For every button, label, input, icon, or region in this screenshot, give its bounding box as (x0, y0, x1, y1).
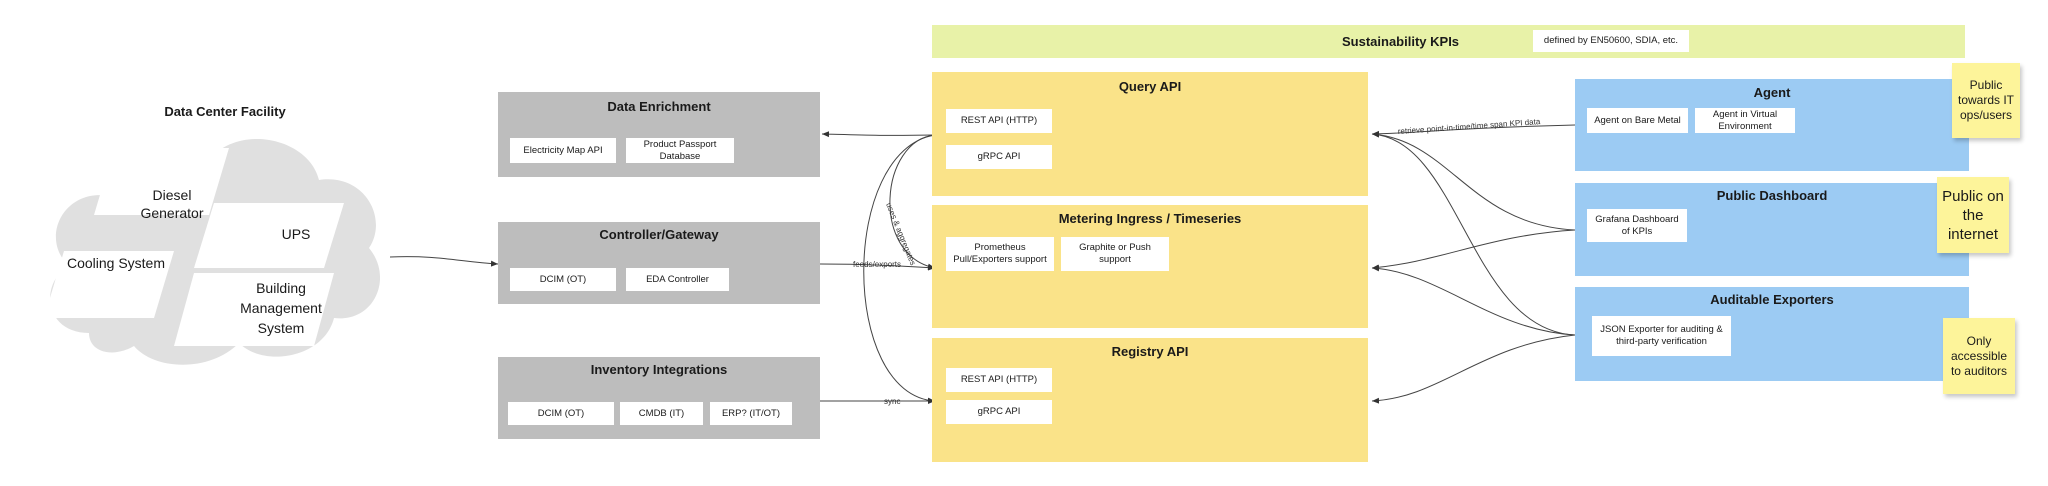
item-eda-controller: EDA Controller (626, 268, 729, 291)
group-inventory-integrations: Inventory Integrations DCIM (OT) CMDB (I… (498, 357, 820, 439)
group-controller-gateway: Controller/Gateway DCIM (OT) EDA Control… (498, 222, 820, 304)
group-title: Inventory Integrations (590, 362, 728, 377)
block-agent: Agent Agent on Bare Metal Agent in Virtu… (1575, 79, 1969, 171)
curve-query-to-metering (889, 134, 936, 270)
group-data-enrichment: Data Enrichment Electricity Map API Prod… (498, 92, 820, 177)
label-feeds-exports: feeds/exports (853, 260, 901, 269)
item-cmdb-it: CMDB (IT) (620, 402, 703, 425)
item-dcim-ot: DCIM (OT) (510, 268, 616, 291)
arrow-dashboard-to-metering (1371, 229, 1576, 271)
arrow-dashboard-to-query (1371, 131, 1576, 231)
block-registry-api: Registry API REST API (HTTP) gRPC API (932, 338, 1368, 462)
arrow-facility-to-controller (389, 256, 499, 267)
facility-item-ups: UPS (281, 226, 311, 242)
item-grpc-api: gRPC API (946, 400, 1052, 424)
item-product-passport-db: Product Passport Database (626, 138, 734, 163)
block-title: Metering Ingress / Timeseries (1058, 211, 1242, 226)
facility-item-cooling: Cooling System (66, 255, 166, 271)
block-public-dashboard: Public Dashboard Grafana Dashboard of KP… (1575, 183, 1969, 276)
facility-item-diesel: Diesel Generator (140, 187, 204, 221)
item-electricity-map-api: Electricity Map API (510, 138, 616, 163)
arrow-exporters-to-metering (1371, 265, 1576, 336)
label-sync: sync (884, 397, 900, 406)
arrow-controller-to-metering (819, 263, 936, 271)
item-rest-api: REST API (HTTP) (946, 109, 1052, 133)
item-erp: ERP? (IT/OT) (710, 402, 792, 425)
note-public-internet: Public on the internet (1937, 177, 2009, 253)
block-auditable-exporters: Auditable Exporters JSON Exporter for au… (1575, 287, 1969, 381)
facility-title: Data Center Facility (164, 104, 286, 119)
group-title: Data Enrichment (607, 99, 711, 114)
kpi-banner: Sustainability KPIs defined by EN50600, … (932, 25, 1965, 58)
label-uses-aggregates: uses & aggregates (884, 201, 917, 266)
block-title: Registry API (1111, 344, 1189, 359)
group-title: Controller/Gateway (599, 227, 719, 242)
label-retrieve-kpi: retrieve point-in-time/time span KPI dat… (1398, 117, 1542, 136)
item-prometheus: Prometheus Pull/Exporters support (946, 237, 1054, 271)
block-query-api: Query API REST API (HTTP) gRPC API (932, 72, 1368, 196)
arrow-exporters-to-query (1371, 131, 1576, 336)
block-title: Agent (1753, 85, 1791, 100)
note-auditors-only: Only accessible to auditors (1943, 318, 2015, 394)
note-public-it-ops: Public towards IT ops/users (1952, 63, 2020, 138)
arrow-agent-to-query (1371, 124, 1576, 137)
kpi-banner-note: defined by EN50600, SDIA, etc. (1533, 30, 1689, 52)
block-title: Query API (1118, 79, 1182, 94)
item-agent-bare-metal: Agent on Bare Metal (1587, 108, 1688, 133)
item-json-exporter: JSON Exporter for auditing & third-party… (1592, 316, 1731, 356)
item-graphite: Graphite or Push support (1061, 237, 1169, 271)
item-dcim-ot: DCIM (OT) (508, 402, 614, 425)
item-agent-virtual: Agent in Virtual Environment (1695, 108, 1795, 133)
item-grpc-api: gRPC API (946, 145, 1052, 169)
facility-cloud (44, 138, 381, 365)
item-grafana-dashboard: Grafana Dashboard of KPIs (1587, 209, 1687, 242)
facility-item-bms: Building Management System (240, 280, 322, 336)
kpi-banner-title: Sustainability KPIs (1342, 34, 1460, 49)
arrow-exporters-to-registry (1371, 334, 1576, 404)
block-title: Auditable Exporters (1710, 292, 1834, 307)
block-metering-ingress: Metering Ingress / Timeseries Prometheus… (932, 205, 1368, 328)
item-rest-api: REST API (HTTP) (946, 368, 1052, 392)
arrow-query-to-enrichment (821, 131, 936, 138)
block-title: Public Dashboard (1716, 188, 1828, 203)
curve-query-to-registry (863, 134, 936, 404)
